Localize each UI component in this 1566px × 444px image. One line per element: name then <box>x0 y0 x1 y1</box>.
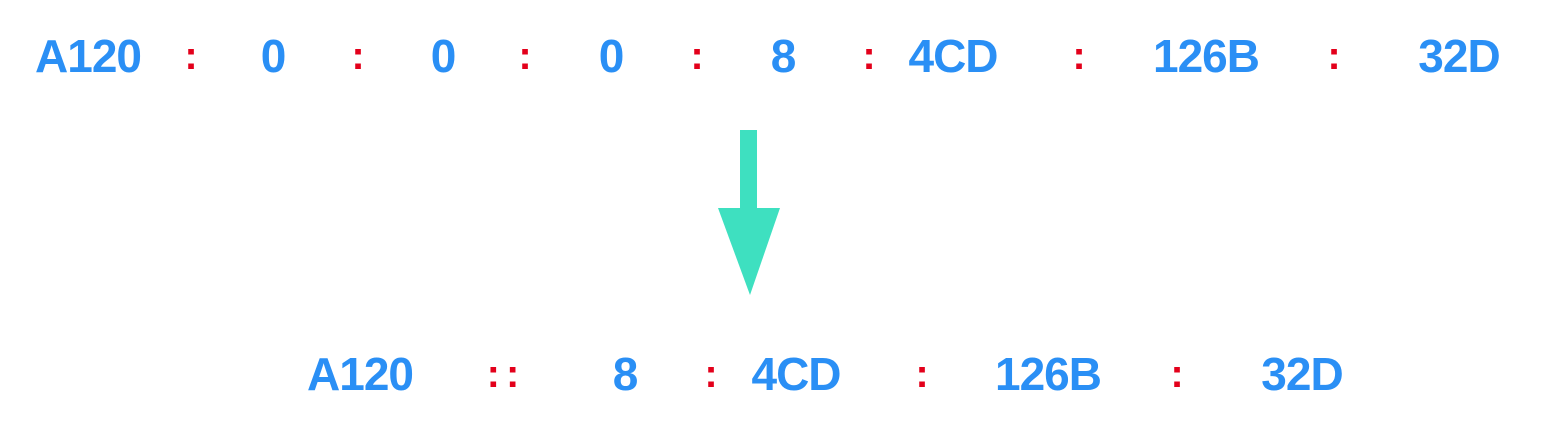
compressed-double-separator: :: <box>486 352 526 396</box>
compressed-group-4: 126B <box>995 348 1102 400</box>
full-separator-4: : <box>690 34 704 78</box>
full-group-8: 32D <box>1418 30 1500 82</box>
full-separator-5: : <box>862 34 876 78</box>
arrow-down-icon <box>718 130 780 295</box>
compressed-group-5: 32D <box>1261 348 1343 400</box>
compressed-group-1: A120 <box>307 348 414 400</box>
full-group-1: A120 <box>35 30 142 82</box>
full-group-5: 8 <box>770 30 797 82</box>
compressed-separator-2: : <box>704 352 718 396</box>
full-group-4: 0 <box>598 30 625 82</box>
full-separator-3: : <box>518 34 532 78</box>
compressed-ipv6-address: A120 :: 8 : 4CD : 126B : 32D <box>0 344 1566 404</box>
compressed-separator-3: : <box>915 352 929 396</box>
full-group-2: 0 <box>260 30 287 82</box>
compressed-group-3: 4CD <box>751 348 841 400</box>
full-group-6: 4CD <box>908 30 998 82</box>
arrow-shaft <box>740 130 757 212</box>
compressed-separator-4: : <box>1170 352 1184 396</box>
full-separator-6: : <box>1072 34 1086 78</box>
compressed-group-2: 8 <box>612 348 639 400</box>
full-group-3: 0 <box>430 30 457 82</box>
arrow-head <box>718 208 780 295</box>
full-separator-1: : <box>184 34 198 78</box>
full-separator-2: : <box>351 34 365 78</box>
full-separator-7: : <box>1327 34 1341 78</box>
full-ipv6-address: A120 : 0 : 0 : 0 : 8 : 4CD : 126B : 32D <box>0 26 1566 86</box>
full-group-7: 126B <box>1153 30 1260 82</box>
